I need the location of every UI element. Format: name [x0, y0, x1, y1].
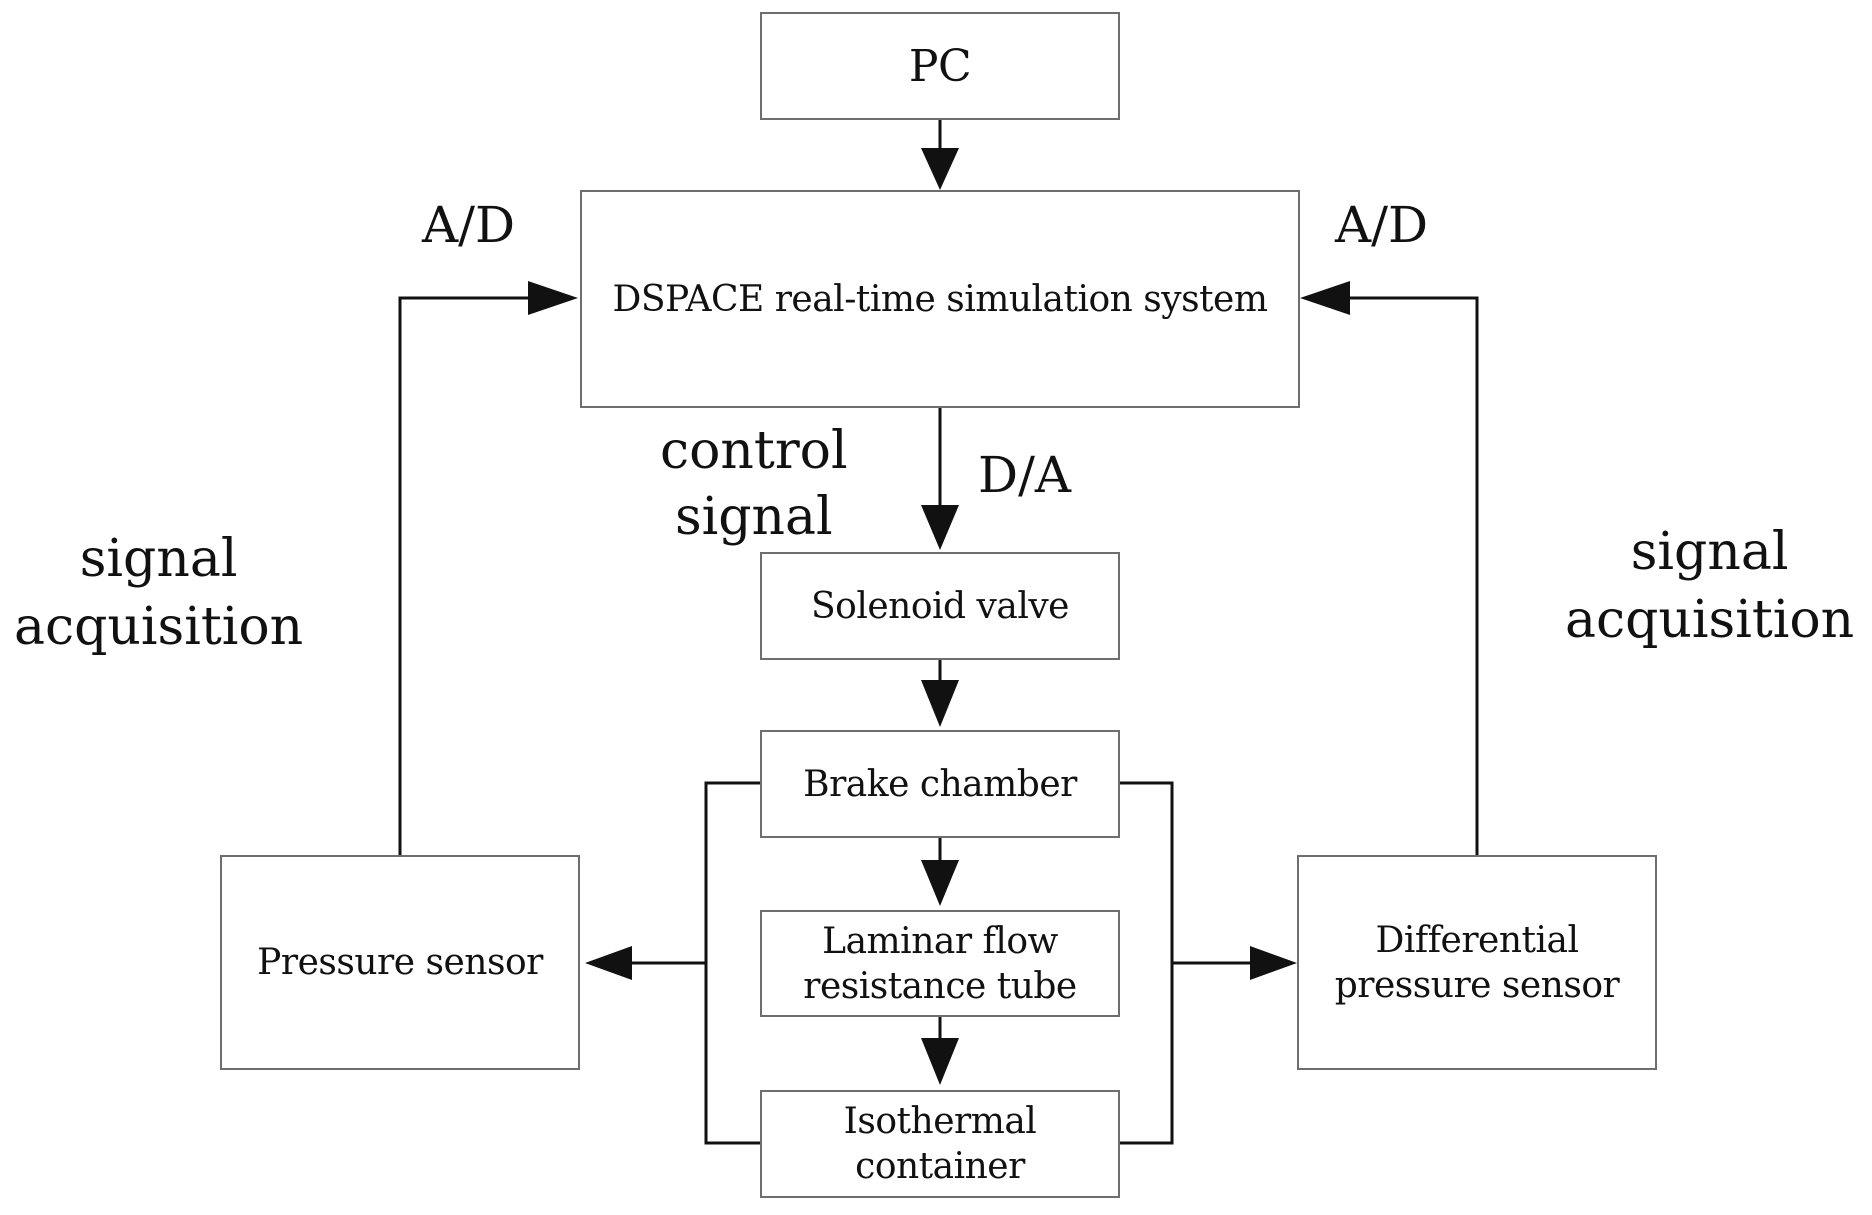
acq-right-line-1: signal — [1630, 522, 1789, 582]
signal-acquisition-label-right: signal acquisition — [1565, 518, 1854, 654]
dspace-box: DSPACE real-time simulation system — [580, 190, 1300, 408]
laminar-label-line-2: resistance tube — [803, 965, 1077, 1007]
laminar-flow-tube-box: Laminar flow resistance tube — [760, 910, 1120, 1017]
brake-chamber-box: Brake chamber — [760, 730, 1120, 838]
acq-left-line-1: signal — [79, 529, 238, 589]
right-feedback-line — [1350, 296, 1479, 855]
pc-box: PC — [760, 12, 1120, 120]
control-signal-label: control signal — [660, 418, 848, 550]
left-feedback-line — [398, 296, 530, 855]
arrowhead-dspace-solenoid — [921, 505, 959, 550]
arrowhead-right-feedback — [1300, 281, 1350, 315]
solenoid-valve-box: Solenoid valve — [760, 552, 1120, 660]
dspace-label: DSPACE real-time simulation system — [612, 278, 1269, 320]
control-signal-line-2: signal — [674, 487, 833, 547]
isothermal-label-line-1: Isothermal — [843, 1101, 1037, 1142]
arrowhead-to-diff-sensor — [1250, 946, 1297, 980]
acq-left-line-2: acquisition — [14, 597, 304, 657]
arrowhead-left-feedback — [528, 281, 578, 315]
arrowhead-laminar-isothermal — [921, 1038, 959, 1085]
diff-sensor-label-line-2: pressure sensor — [1334, 964, 1620, 1006]
diff-sensor-label-line-1: Differential — [1375, 919, 1580, 961]
solenoid-valve-label: Solenoid valve — [811, 585, 1069, 627]
brake-chamber-label: Brake chamber — [803, 763, 1077, 805]
arrowhead-brake-laminar — [921, 860, 959, 906]
control-signal-line-1: control — [660, 421, 848, 481]
arrowhead-solenoid-brake — [921, 680, 959, 727]
da-label: D/A — [978, 446, 1072, 504]
laminar-label-line-1: Laminar flow — [822, 920, 1058, 962]
pressure-sensor-box: Pressure sensor — [220, 855, 580, 1070]
acq-right-line-2: acquisition — [1565, 590, 1855, 650]
right-tap-line — [1119, 781, 1174, 1145]
arrowhead-to-pressure-sensor — [585, 946, 632, 980]
ad-label-right: A/D — [1335, 196, 1429, 254]
ad-label-left: A/D — [422, 196, 516, 254]
signal-acquisition-label-left: signal acquisition — [14, 525, 303, 661]
arrowhead-pc-dspace — [921, 148, 959, 190]
differential-pressure-sensor-box: Differential pressure sensor — [1297, 855, 1657, 1070]
pressure-sensor-label: Pressure sensor — [257, 942, 543, 983]
isothermal-label-line-2: container — [855, 1146, 1025, 1187]
left-tap-line — [704, 781, 760, 1145]
isothermal-container-box: Isothermal container — [760, 1090, 1120, 1198]
pc-label: PC — [908, 40, 972, 92]
